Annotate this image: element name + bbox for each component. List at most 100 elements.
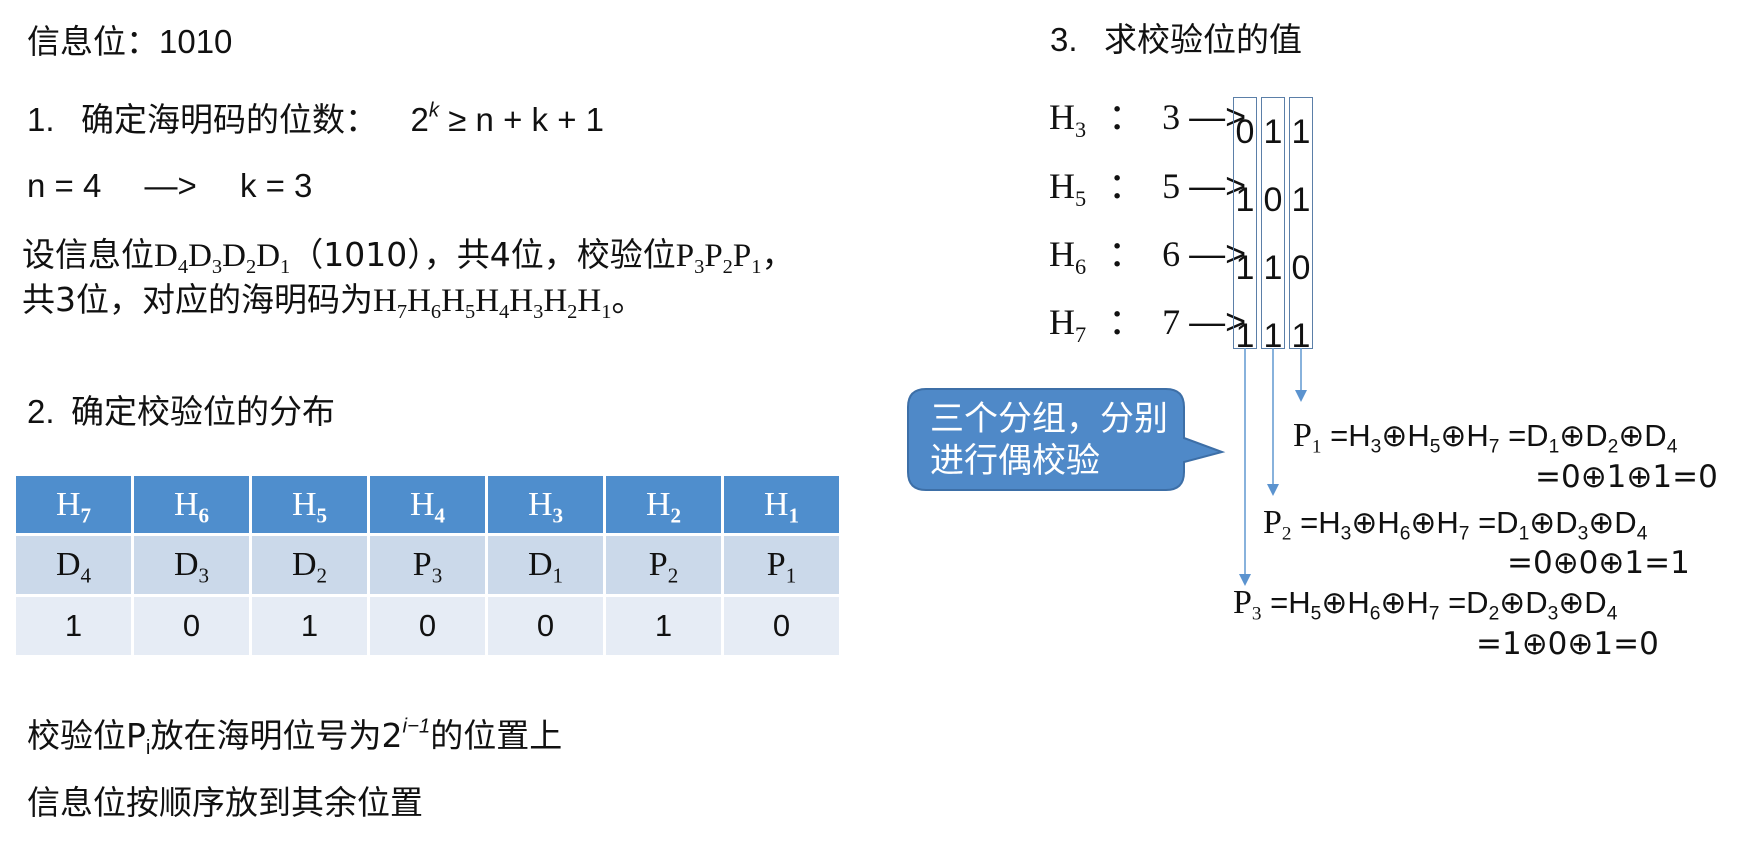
- arrow: —>: [1189, 165, 1247, 206]
- desc-end: ，: [761, 235, 795, 274]
- num: 6: [1162, 234, 1181, 274]
- sym: P: [732, 238, 752, 274]
- position-cell: D3: [131, 533, 252, 597]
- k-value: k = 3: [239, 167, 313, 204]
- sym: H: [1049, 166, 1075, 206]
- rule1-prefix: 校验位P: [27, 716, 146, 755]
- rule1-mid: 放在海明位号为2: [150, 716, 403, 755]
- sub: 3: [694, 256, 705, 279]
- description-line-2: 共3位，对应的海明码为H7H6H5H4H3H2H1。: [22, 278, 794, 323]
- value-cell: 0: [367, 594, 488, 658]
- step1-heading: 1. 确定海明码的位数： 2k ≥ n + k + 1: [27, 100, 604, 140]
- num: 3: [1162, 97, 1181, 137]
- sym: H: [577, 283, 602, 319]
- callout-text: 三个分组，分别进行偶校验: [930, 399, 1168, 481]
- check-bits: P3P2P1: [675, 238, 762, 277]
- value-cell: 1: [603, 594, 724, 658]
- bit: 1: [1263, 317, 1283, 355]
- arrow: —>: [1189, 233, 1247, 274]
- p-sym: P: [1233, 584, 1252, 621]
- rule1-sub: i: [145, 736, 151, 760]
- p-sub: 3: [1251, 603, 1262, 625]
- data-bits: D4D3D2D1: [154, 238, 290, 277]
- hamming-bits: H7H6H5H4H3H2H1: [373, 283, 611, 322]
- h-row-3: H3：3 —>: [1049, 96, 1247, 141]
- step1-number: 1.: [27, 101, 55, 138]
- value-cell: 1: [249, 594, 370, 658]
- table-row-values: 1 0 1 0 0 1 0: [13, 594, 842, 658]
- num: 5: [1162, 166, 1181, 206]
- formula-p3-result: =1⊕0⊕1=0: [1476, 626, 1659, 662]
- sub: 6: [430, 301, 442, 324]
- sym: P: [675, 238, 695, 274]
- sub: 7: [396, 301, 408, 324]
- h-row-5: H5：5 —>: [1049, 165, 1247, 210]
- formula-exponent: k: [428, 98, 440, 122]
- formula-p2: P2 =H3⊕H6⊕H7 =D1⊕D3⊕D4: [1263, 505, 1647, 544]
- step3-title: 求校验位的值: [1104, 20, 1303, 59]
- sym: H: [441, 283, 465, 319]
- header-cell: H3: [485, 473, 606, 536]
- formula-p1: P1 =H3⊕H5⊕H7 =D1⊕D2⊕D4: [1293, 417, 1677, 458]
- arrow: —>: [1189, 96, 1247, 137]
- sub: 3: [1075, 116, 1087, 142]
- rule1-end: 的位置上: [430, 716, 563, 755]
- eq: =: [1469, 505, 1497, 540]
- h-terms: H3⊕H5⊕H7: [1348, 418, 1500, 458]
- desc-mid: （1010），共4位，校验位: [290, 235, 676, 274]
- formula-base: 2: [410, 101, 429, 138]
- bit: 1: [1291, 181, 1311, 219]
- eq: =: [1261, 585, 1289, 620]
- p-sub: 2: [1281, 523, 1292, 545]
- info-bits-line: 信息位：1010: [27, 22, 232, 62]
- position-cell: P3: [367, 533, 488, 597]
- bit: 1: [1291, 113, 1311, 151]
- bit: 1: [1291, 317, 1311, 355]
- bit: 1: [1263, 113, 1283, 151]
- step1-result: n = 4 —> k = 3: [27, 166, 312, 206]
- step2-number: 2.: [27, 393, 55, 430]
- value-cell: 0: [721, 594, 842, 658]
- header-cell: H2: [603, 473, 724, 536]
- step2-title: 确定校验位的分布: [71, 392, 336, 431]
- colon: ：: [1108, 234, 1145, 274]
- sub: 7: [1075, 321, 1087, 347]
- step1-title: 确定海明码的位数：: [81, 100, 379, 139]
- position-cell: P2: [603, 533, 724, 597]
- desc-prefix-2: 共3位，对应的海明码为: [22, 280, 373, 319]
- sub: 1: [751, 256, 762, 279]
- sub: 4: [177, 256, 189, 279]
- bit: 0: [1263, 181, 1283, 219]
- sub: 1: [601, 301, 612, 324]
- colon: ：: [1108, 97, 1145, 137]
- n-value: n = 4: [27, 167, 102, 204]
- rule-check-bit-placement: 校验位Pi放在海明位号为2i−1的位置上: [27, 716, 563, 760]
- sym: P: [704, 238, 723, 274]
- sym: H: [373, 283, 397, 319]
- info-bits-label: 信息位：: [27, 22, 159, 61]
- formula-p2-result: =0⊕0⊕1=1: [1507, 545, 1690, 581]
- p-sym: P: [1293, 417, 1312, 454]
- header-cell: H6: [131, 473, 252, 536]
- sym: D: [256, 238, 281, 274]
- bit: 1: [1235, 317, 1255, 355]
- description-line-1: 设信息位D4D3D2D1（1010），共4位，校验位P3P2P1，: [22, 233, 794, 278]
- header-cell: H7: [13, 473, 134, 536]
- bit: 1: [1235, 249, 1255, 287]
- sym: D: [222, 238, 246, 274]
- sym: H: [1049, 234, 1075, 274]
- sub: 2: [567, 301, 578, 324]
- bit-column-2: 1 0 1 1: [1263, 98, 1283, 370]
- eq: =: [1291, 505, 1319, 540]
- desc-prefix: 设信息位: [22, 235, 154, 274]
- bit-column-3: 1 1 0 1: [1291, 98, 1311, 370]
- sym: H: [1049, 97, 1075, 137]
- sub: 6: [1075, 253, 1087, 279]
- table-row-positions: D4 D3 D2 P3 D1 P2 P1: [13, 533, 842, 597]
- colon: ：: [1108, 166, 1145, 206]
- rule-data-bit-placement: 信息位按顺序放到其余位置: [27, 783, 423, 822]
- position-cell: P1: [721, 533, 842, 597]
- colon: ：: [1108, 302, 1145, 342]
- sym: H: [509, 283, 534, 319]
